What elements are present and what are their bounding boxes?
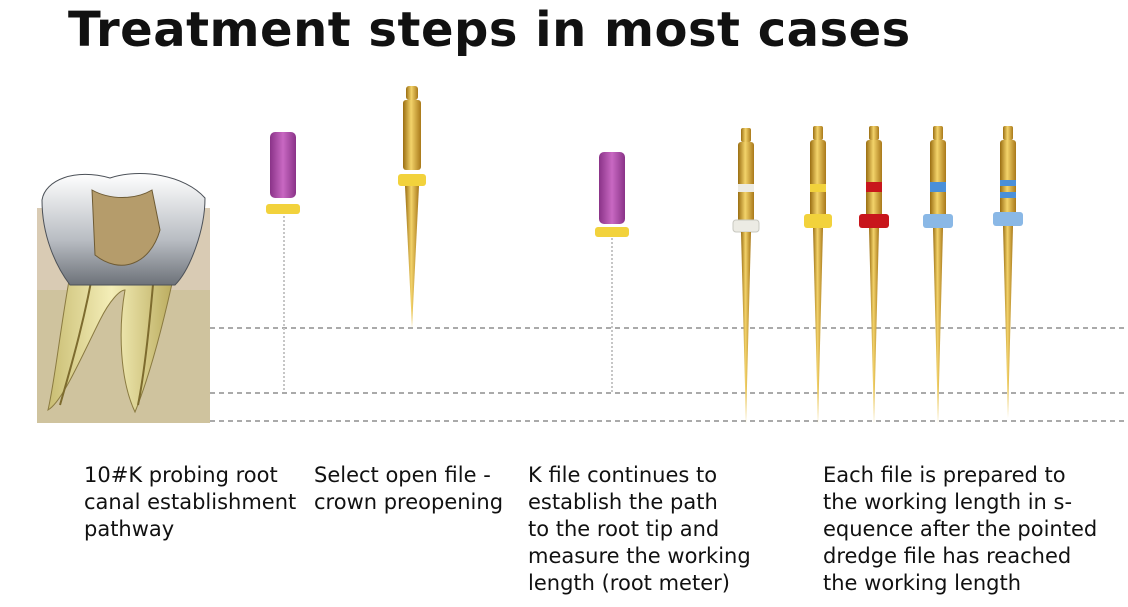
k-file-10-step1: [266, 132, 300, 390]
yellow-stopper: [595, 227, 629, 237]
rotary-file-3: [859, 126, 889, 424]
working-length-guides: [210, 327, 1128, 422]
tooth-illustration: [37, 173, 210, 423]
step-4-caption: Each file is prepared to the working len…: [823, 463, 1098, 595]
yellow-stopper: [398, 174, 426, 186]
rotary-file-4: [923, 126, 953, 424]
step-3-caption: K file continues to establish the path t…: [528, 463, 751, 595]
step-1-caption: 10#K probing root canal establishment pa…: [84, 463, 297, 541]
step-2-caption: Select open file - crown preopening: [314, 463, 504, 514]
yellow-stopper: [266, 204, 300, 214]
k-file-handle: [270, 132, 296, 198]
rotary-file-2: [804, 126, 832, 424]
k-file-step3: [595, 152, 629, 392]
blue-stopper: [923, 214, 953, 228]
yellow-stopper: [804, 214, 832, 228]
opening-file-step2: [398, 86, 426, 328]
page-title: Treatment steps in most cases: [68, 2, 911, 58]
rotary-file-5: [993, 126, 1023, 418]
rotary-file-1: [732, 128, 760, 424]
blue-stopper: [993, 212, 1023, 226]
red-stopper: [859, 214, 889, 228]
white-stopper: [732, 219, 760, 233]
k-file-handle: [599, 152, 625, 224]
